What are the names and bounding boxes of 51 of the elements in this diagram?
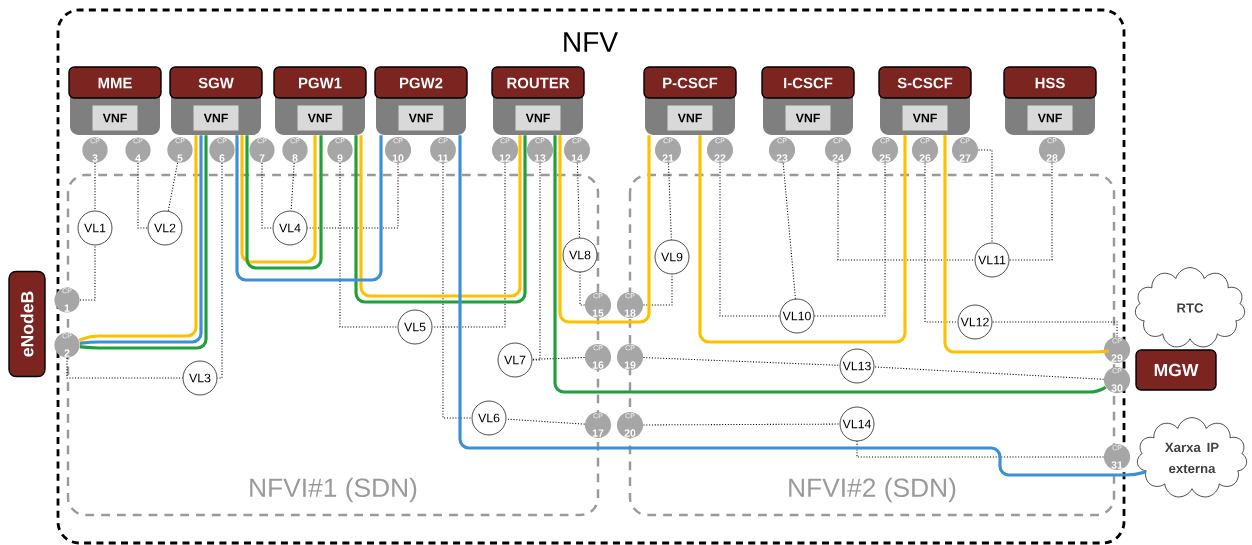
- link-line: [339, 162, 399, 328]
- link-line: [216, 162, 223, 379]
- mgw-box: MGW: [1135, 349, 1217, 391]
- link-line: [642, 423, 841, 426]
- link-line: [813, 162, 886, 317]
- link-line: [505, 418, 586, 425]
- link-line: [782, 162, 796, 300]
- link-line: [137, 162, 149, 229]
- link-line: [531, 162, 541, 361]
- vnf-box: ROUTER VNF: [491, 66, 585, 135]
- route-line: [240, 135, 317, 264]
- link-line: [94, 162, 96, 212]
- link-line: [642, 357, 841, 366]
- link-line: [261, 162, 274, 229]
- vnf-box: I-CSCF VNF: [761, 66, 855, 135]
- link-line: [167, 162, 179, 212]
- link-line: [579, 271, 586, 306]
- vnf-box: S-CSCF VNF: [878, 66, 972, 135]
- enodeb-box: eNodeB: [8, 270, 46, 378]
- route-line: [245, 135, 323, 270]
- link-line: [290, 162, 295, 212]
- vnf-box: PGW1 VNF: [273, 66, 367, 135]
- route-line: [698, 135, 907, 344]
- link-line: [977, 149, 993, 244]
- route-line: [943, 135, 1111, 354]
- link-line: [873, 366, 1105, 380]
- cloud: RTC: [1135, 267, 1245, 348]
- vnf-box: HSS VNF: [1003, 66, 1097, 135]
- vnf-box: SGW VNF: [169, 66, 263, 135]
- link-line: [642, 273, 673, 306]
- link-line: [924, 162, 959, 323]
- route-line: [235, 135, 383, 282]
- link-line: [442, 162, 473, 419]
- link-line: [66, 357, 184, 379]
- route-line: [558, 135, 651, 324]
- link-line: [306, 162, 399, 229]
- link-line: [576, 162, 581, 239]
- link-line: [668, 162, 672, 241]
- link-line: [431, 162, 506, 328]
- cloud: Xarxa IP externa: [1137, 417, 1247, 498]
- link-line: [1008, 162, 1053, 261]
- link-line: [991, 321, 1118, 338]
- link-line: [531, 356, 586, 360]
- vnf-box: PGW2 VNF: [374, 66, 468, 135]
- vnf-box: P-CSCF VNF: [643, 66, 737, 135]
- vnf-box: MME VNF: [68, 66, 162, 135]
- link-line: [837, 162, 976, 261]
- link-line: [719, 162, 781, 317]
- link-line: [79, 244, 96, 301]
- link-line: [856, 440, 1105, 458]
- route-line: [553, 135, 1107, 394]
